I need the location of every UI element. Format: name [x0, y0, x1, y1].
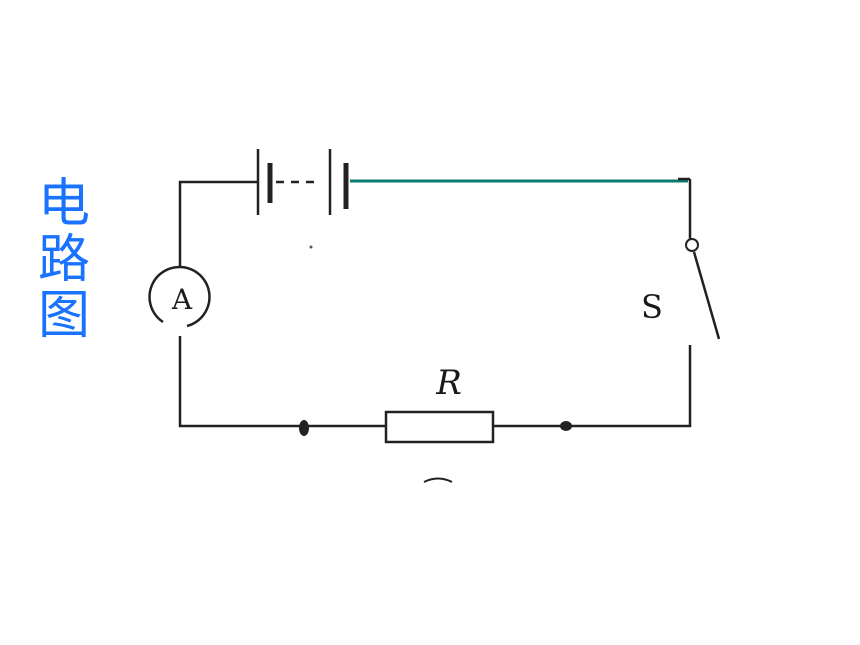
smudge-dot: [309, 245, 313, 249]
wire-top-left: [178, 180, 258, 266]
wire-right-lower: [493, 345, 692, 428]
switch-label: S: [641, 288, 663, 326]
junction-dot-left: [299, 420, 309, 436]
battery-icon: [256, 149, 349, 215]
ammeter-icon: [148, 265, 211, 328]
wire-bottom-left: [178, 336, 386, 428]
page-title: 电 路 图: [34, 176, 94, 344]
ammeter-label: A: [171, 283, 193, 316]
junction-dot-right: [560, 421, 572, 431]
title-char-3: 图: [37, 286, 90, 346]
resistor-label: R: [435, 363, 462, 403]
title-char-1: 电: [37, 174, 90, 234]
resistor-icon: [384, 410, 495, 444]
smudge-arc: [423, 477, 453, 483]
switch-icon: [685, 238, 721, 340]
title-char-2: 路: [37, 230, 90, 290]
